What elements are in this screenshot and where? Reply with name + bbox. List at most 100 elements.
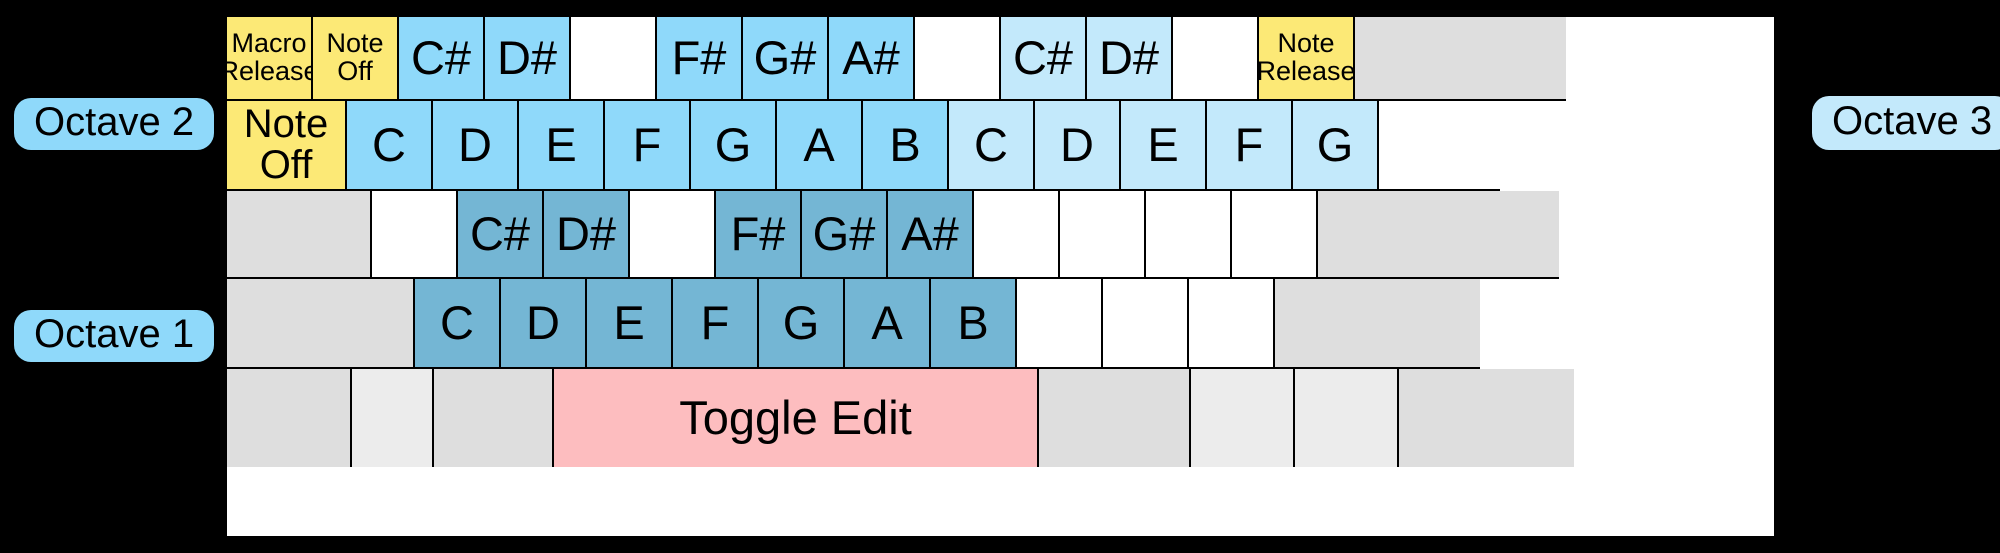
key-label: D# bbox=[555, 207, 617, 261]
key-label: C bbox=[440, 296, 474, 350]
key-d[interactable]: D bbox=[433, 101, 519, 191]
key-label: C# bbox=[410, 31, 472, 85]
key-label: Toggle Edit bbox=[679, 391, 912, 445]
key-dsharp[interactable]: D# bbox=[1087, 17, 1173, 101]
key-gsharp[interactable]: G# bbox=[802, 191, 888, 279]
key-blank[interactable] bbox=[227, 369, 352, 467]
octave-2-label: Octave 2 bbox=[14, 98, 215, 150]
key-blank[interactable] bbox=[1232, 191, 1318, 279]
key-gsharp[interactable]: G# bbox=[743, 17, 829, 101]
key-blank[interactable] bbox=[1379, 101, 1500, 191]
key-label: G bbox=[714, 118, 752, 172]
key-blank[interactable] bbox=[1318, 191, 1559, 279]
key-label: E bbox=[613, 296, 645, 350]
key-note-release[interactable]: Note Release bbox=[1259, 17, 1355, 101]
key-blank[interactable] bbox=[1355, 17, 1566, 101]
key-dsharp[interactable]: D# bbox=[485, 17, 571, 101]
key-label: C bbox=[372, 118, 406, 172]
key-label: Note Off bbox=[243, 102, 329, 187]
key-label: D# bbox=[1098, 31, 1160, 85]
key-blank[interactable] bbox=[571, 17, 657, 101]
key-label: A# bbox=[842, 31, 900, 85]
key-blank[interactable] bbox=[1191, 369, 1295, 467]
key-label: B bbox=[957, 296, 989, 350]
key-blank[interactable] bbox=[352, 369, 434, 467]
key-blank[interactable] bbox=[915, 17, 1001, 101]
key-label: Note Off bbox=[326, 28, 384, 86]
key-blank[interactable] bbox=[372, 191, 458, 279]
key-b[interactable]: B bbox=[931, 279, 1017, 369]
key-note-off[interactable]: Note Off bbox=[227, 101, 347, 191]
key-asharp[interactable]: A# bbox=[888, 191, 974, 279]
key-blank[interactable] bbox=[1399, 369, 1574, 467]
key-d[interactable]: D bbox=[1035, 101, 1121, 191]
key-label: D# bbox=[496, 31, 558, 85]
key-asharp[interactable]: A# bbox=[829, 17, 915, 101]
key-label: B bbox=[889, 118, 921, 172]
key-label: A bbox=[803, 118, 835, 172]
key-blank[interactable] bbox=[1039, 369, 1191, 467]
row-asdf: C# D# F# G# A# bbox=[227, 191, 1774, 279]
key-label: A# bbox=[901, 207, 959, 261]
key-csharp[interactable]: C# bbox=[399, 17, 485, 101]
key-label: C# bbox=[469, 207, 531, 261]
octave-1-text: Octave 1 bbox=[34, 311, 195, 356]
key-a[interactable]: A bbox=[845, 279, 931, 369]
key-label: Macro Release bbox=[227, 28, 313, 86]
key-blank[interactable] bbox=[1275, 279, 1480, 369]
row-space: Toggle Edit bbox=[227, 369, 1774, 467]
key-note-off[interactable]: Note Off bbox=[313, 17, 399, 101]
key-label: E bbox=[1147, 118, 1179, 172]
key-blank[interactable] bbox=[630, 191, 716, 279]
key-blank[interactable] bbox=[1295, 369, 1399, 467]
key-csharp[interactable]: C# bbox=[1001, 17, 1087, 101]
key-label: G bbox=[1316, 118, 1354, 172]
key-blank[interactable] bbox=[227, 279, 415, 369]
key-label: F# bbox=[671, 31, 727, 85]
key-blank[interactable] bbox=[1017, 279, 1103, 369]
key-b[interactable]: B bbox=[863, 101, 949, 191]
key-e[interactable]: E bbox=[1121, 101, 1207, 191]
key-blank[interactable] bbox=[1103, 279, 1189, 369]
key-c[interactable]: C bbox=[415, 279, 501, 369]
key-g[interactable]: G bbox=[691, 101, 777, 191]
key-label: F bbox=[632, 118, 662, 172]
key-c[interactable]: C bbox=[347, 101, 433, 191]
key-blank[interactable] bbox=[434, 369, 554, 467]
key-blank[interactable] bbox=[1146, 191, 1232, 279]
key-label: D bbox=[526, 296, 560, 350]
key-dsharp[interactable]: D# bbox=[544, 191, 630, 279]
key-e[interactable]: E bbox=[519, 101, 605, 191]
key-blank[interactable] bbox=[1189, 279, 1275, 369]
octave-3-label: Octave 3 bbox=[1812, 96, 2000, 150]
key-csharp[interactable]: C# bbox=[458, 191, 544, 279]
key-blank[interactable] bbox=[1173, 17, 1259, 101]
key-blank[interactable] bbox=[227, 191, 372, 279]
key-label: Note Release bbox=[1259, 28, 1355, 86]
octave-3-text: Octave 3 bbox=[1832, 98, 1993, 143]
key-label: F# bbox=[730, 207, 786, 261]
key-f[interactable]: F bbox=[605, 101, 691, 191]
key-g[interactable]: G bbox=[1293, 101, 1379, 191]
octave-1-label: Octave 1 bbox=[14, 310, 215, 362]
key-blank[interactable] bbox=[974, 191, 1060, 279]
key-label: D bbox=[458, 118, 492, 172]
key-toggle-edit[interactable]: Toggle Edit bbox=[554, 369, 1039, 467]
key-fsharp[interactable]: F# bbox=[716, 191, 802, 279]
key-label: G# bbox=[753, 31, 817, 85]
key-d[interactable]: D bbox=[501, 279, 587, 369]
key-c[interactable]: C bbox=[949, 101, 1035, 191]
key-blank[interactable] bbox=[1060, 191, 1146, 279]
key-fsharp[interactable]: F# bbox=[657, 17, 743, 101]
key-label: G# bbox=[812, 207, 876, 261]
key-a[interactable]: A bbox=[777, 101, 863, 191]
key-macro-release[interactable]: Macro Release bbox=[227, 17, 313, 101]
key-f[interactable]: F bbox=[1207, 101, 1293, 191]
key-g[interactable]: G bbox=[759, 279, 845, 369]
key-label: C# bbox=[1012, 31, 1074, 85]
key-e[interactable]: E bbox=[587, 279, 673, 369]
key-f[interactable]: F bbox=[673, 279, 759, 369]
